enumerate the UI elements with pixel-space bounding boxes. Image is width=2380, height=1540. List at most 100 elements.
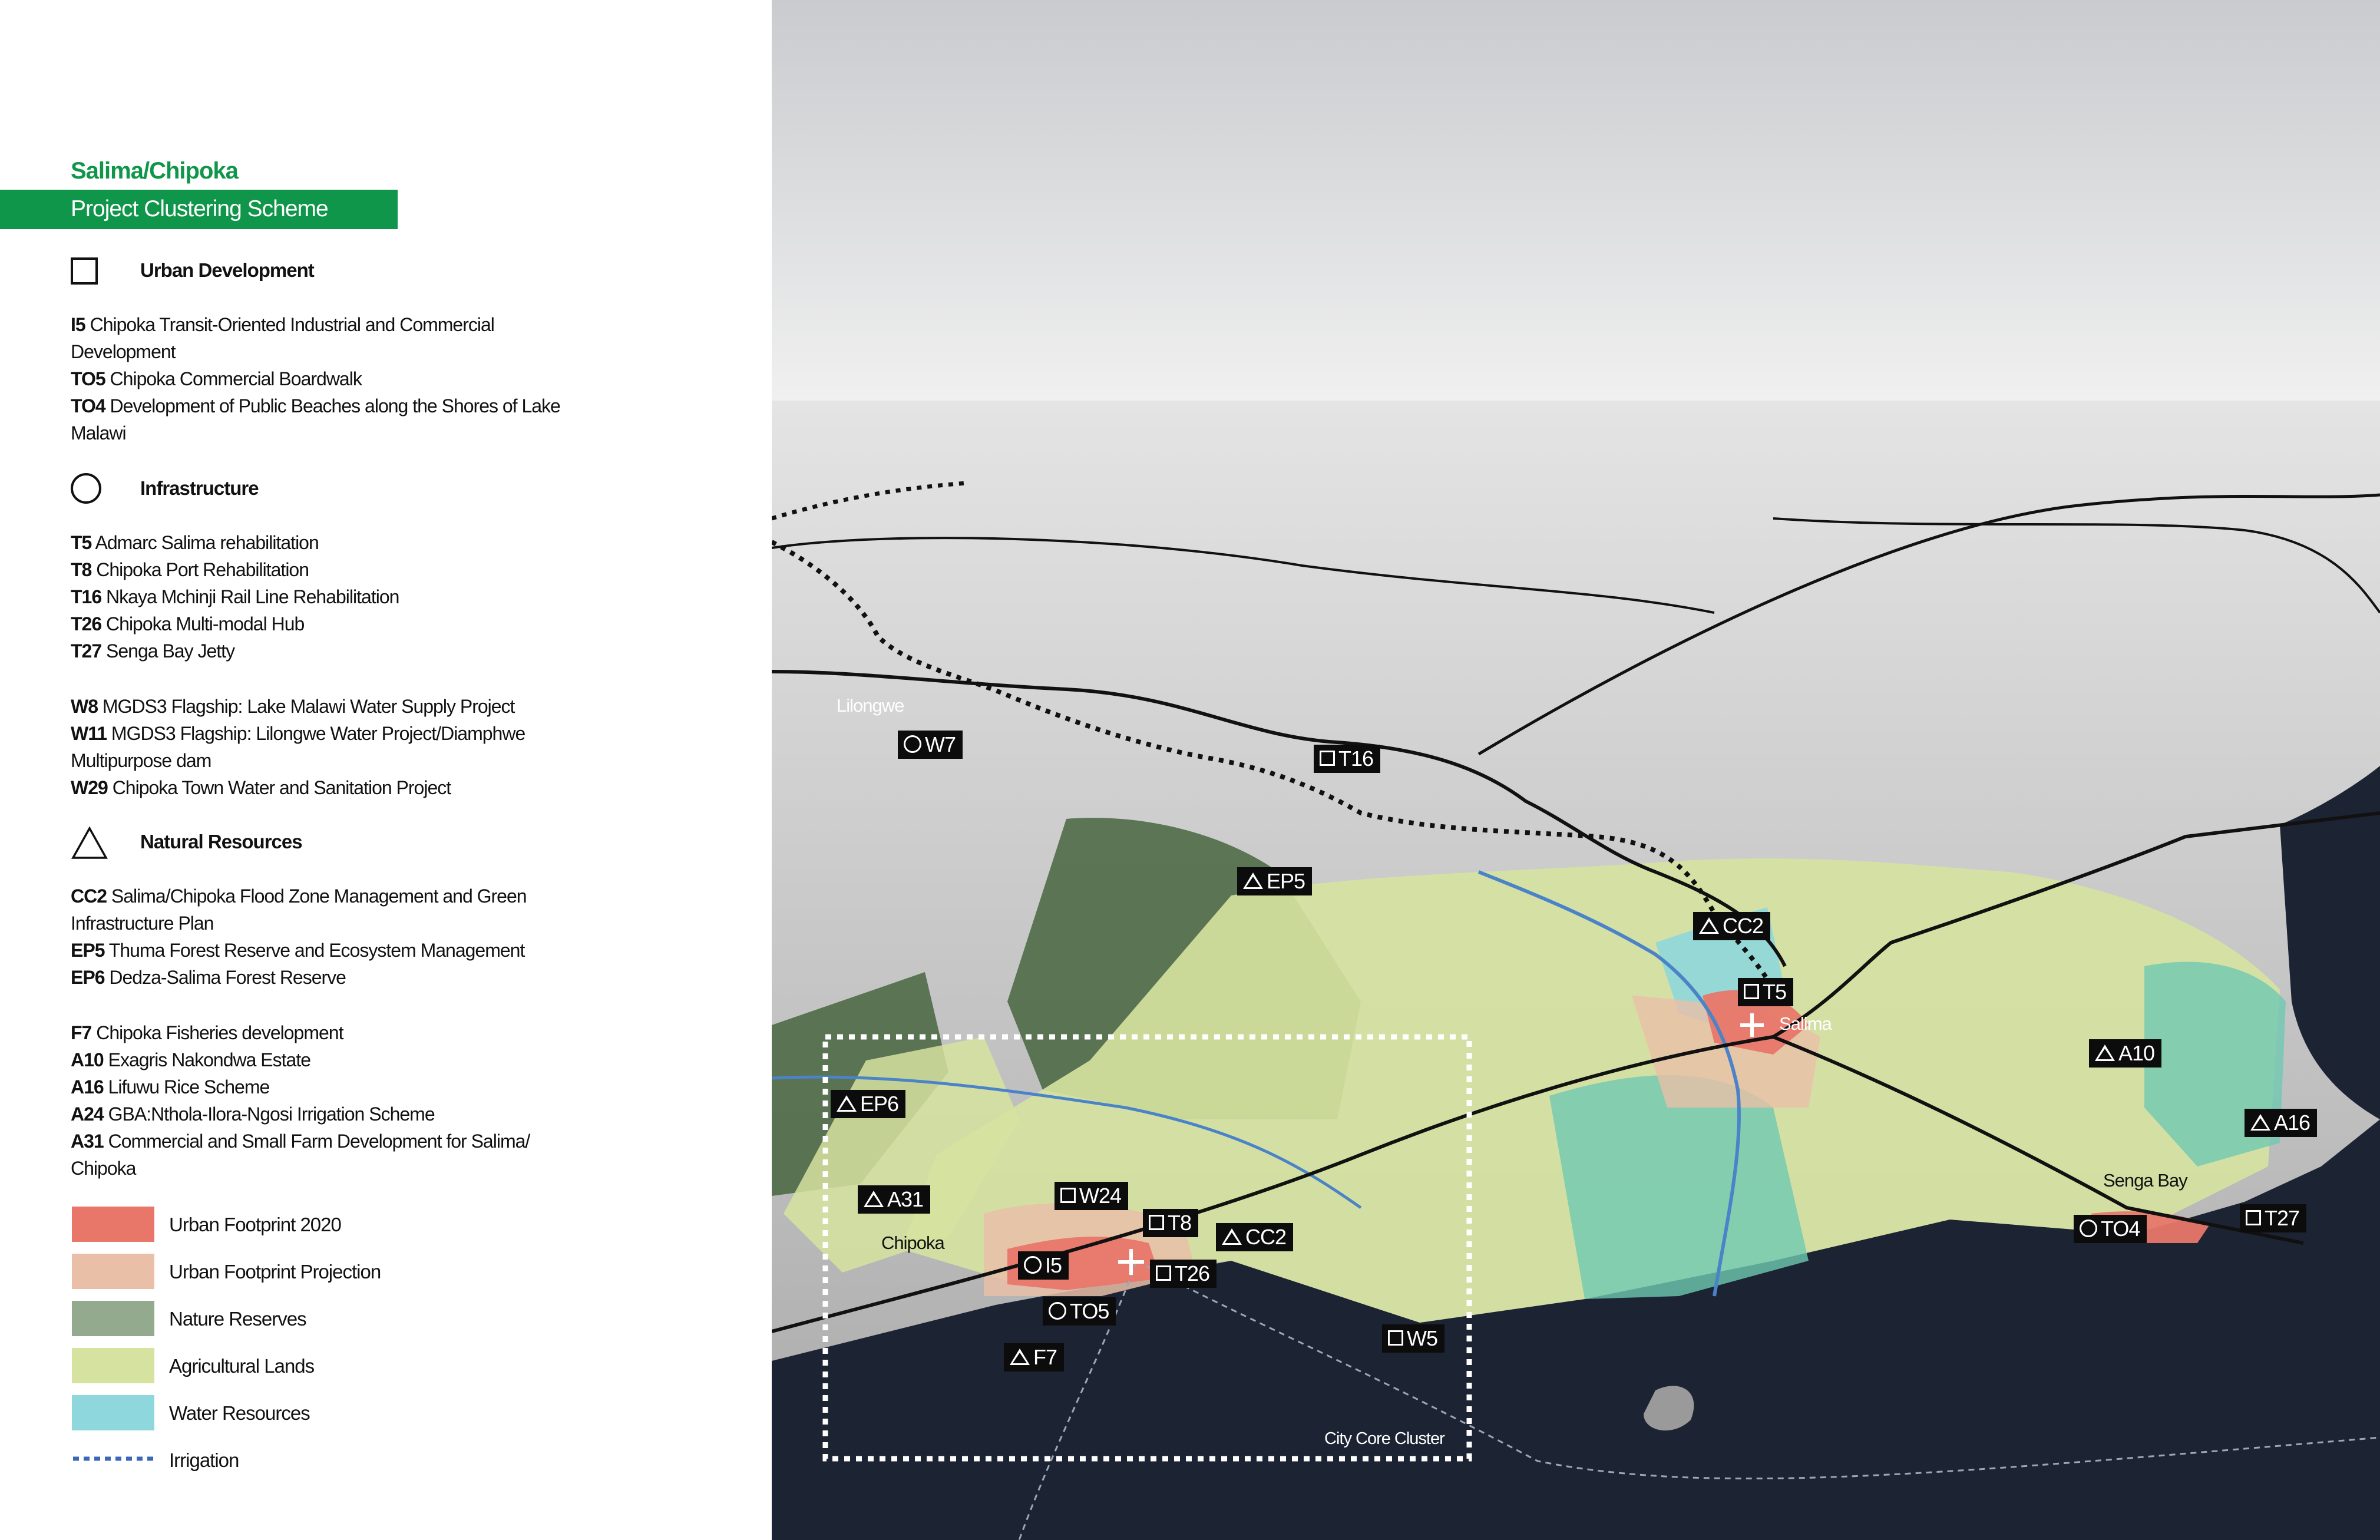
map-tag-t16[interactable]: T16 — [1314, 745, 1381, 773]
circle-icon — [1024, 1256, 1042, 1274]
map-tag-a10[interactable]: A10 — [2089, 1039, 2162, 1068]
shipping-route-south — [1018, 1260, 1138, 1540]
agricultural-lands-west — [784, 1037, 1019, 1273]
entry-w11-cont: Multipurpose dam — [71, 750, 211, 771]
place-label-chipoka: Chipoka — [881, 1232, 945, 1253]
lake-malawi — [772, 1119, 2380, 1540]
legend-label-irrigation: Irrigation — [169, 1449, 239, 1471]
entry-t26: T26 Chipoka Multi-modal Hub — [71, 613, 305, 634]
square-icon — [1060, 1188, 1076, 1204]
entry-ep6: EP6 Dedza-Salima Forest Reserve — [71, 967, 346, 988]
legend-label-nature-reserves: Nature Reserves — [169, 1308, 307, 1330]
triangle-icon — [1243, 873, 1263, 890]
page-title: Salima/Chipoka — [71, 158, 239, 184]
entry-to4: TO4 Development of Public Beaches along … — [71, 395, 561, 417]
lake-north — [2280, 766, 2380, 1119]
map-tag-ep5[interactable]: EP5 — [1237, 867, 1313, 895]
entry-cc2: CC2 Salima/Chipoka Flood Zone Management… — [71, 885, 527, 907]
square-icon — [1149, 1215, 1164, 1231]
legend-label-urban-projection: Urban Footprint Projection — [169, 1261, 381, 1283]
entry-f7: F7 Chipoka Fisheries development — [71, 1022, 343, 1043]
triangle-icon — [864, 1191, 884, 1208]
entry-w29: W29 Chipoka Town Water and Sanitation Pr… — [71, 777, 451, 798]
entry-i5: I5 Chipoka Transit-Oriented Industrial a… — [71, 314, 495, 335]
map-tag-w24[interactable]: W24 — [1055, 1182, 1129, 1210]
river-south — [772, 1075, 1362, 1209]
circle-icon — [2080, 1220, 2097, 1238]
legend-swatch-nature-reserves — [72, 1301, 154, 1336]
map-tag-w5[interactable]: W5 — [1382, 1324, 1444, 1353]
river-main — [1477, 870, 1741, 1297]
place-label-lilongwe: Lilongwe — [837, 695, 904, 716]
square-icon — [1156, 1265, 1171, 1281]
place-label-city-core-cluster: City Core Cluster — [1324, 1429, 1445, 1448]
section-heading-natural: Natural Resources — [140, 831, 303, 852]
triangle-icon — [2250, 1114, 2270, 1131]
square-icon — [1744, 984, 1759, 1000]
map-tag-a31[interactable]: A31 — [858, 1185, 931, 1214]
legend-swatch-agricultural — [72, 1348, 154, 1383]
legend-swatch-urban-2020 — [72, 1207, 154, 1242]
square-icon — [1388, 1330, 1403, 1346]
circle-icon — [71, 473, 101, 504]
legend-swatch-water — [72, 1395, 154, 1430]
legend-label-agricultural: Agricultural Lands — [169, 1355, 315, 1377]
legend-irrigation-line — [73, 1456, 153, 1461]
entry-a24: A24 GBA:Nthola-Ilora-Ngosi Irrigation Sc… — [71, 1103, 435, 1125]
map-tag-t5[interactable]: T5 — [1738, 978, 1794, 1006]
legend-label-urban-2020: Urban Footprint 2020 — [169, 1214, 342, 1235]
terrain-map[interactable]: Lilongwe Salima Senga Bay Chipoka City C… — [772, 0, 2380, 1540]
road-northeast — [1773, 517, 2380, 614]
map-tag-t8[interactable]: T8 — [1143, 1209, 1199, 1237]
triangle-icon — [1010, 1349, 1030, 1366]
map-tag-i5[interactable]: I5 — [1018, 1251, 1069, 1280]
entry-t5: T5 Admarc Salima rehabilitation — [71, 532, 319, 553]
triangle-icon — [1699, 917, 1719, 934]
map-canvas — [772, 0, 2380, 1540]
square-icon — [1320, 751, 1335, 766]
map-tag-ep6[interactable]: EP6 — [831, 1090, 906, 1118]
map-tag-cc2-north[interactable]: CC2 — [1693, 912, 1771, 940]
map-tag-a16[interactable]: A16 — [2245, 1109, 2318, 1137]
map-tag-cc2-south[interactable]: CC2 — [1216, 1223, 1294, 1251]
entry-cc2-cont: Infrastructure Plan — [71, 913, 214, 934]
triangle-icon — [837, 1095, 857, 1112]
entry-t27: T27 Senga Bay Jetty — [71, 640, 235, 662]
city-core-cluster-box — [822, 1034, 1472, 1462]
map-tag-f7[interactable]: F7 — [1004, 1343, 1065, 1372]
place-label-salima: Salima — [1779, 1013, 1832, 1034]
section-heading-infrastructure: Infrastructure — [140, 477, 259, 499]
entry-a31-cont: Chipoka — [71, 1158, 136, 1179]
legend-label-water: Water Resources — [169, 1402, 310, 1424]
entry-to5: TO5 Chipoka Commercial Boardwalk — [71, 368, 362, 389]
entry-w8: W8 MGDS3 Flagship: Lake Malawi Water Sup… — [71, 696, 515, 717]
entry-a10: A10 Exagris Nakondwa Estate — [71, 1049, 311, 1070]
entry-i5-cont: Development — [71, 341, 176, 362]
legend-swatch-urban-projection — [72, 1254, 154, 1289]
entry-a31: A31 Commercial and Small Farm Developmen… — [71, 1131, 530, 1152]
road-north — [1477, 493, 2380, 756]
map-tag-to5[interactable]: TO5 — [1043, 1297, 1116, 1326]
subtitle-bar — [0, 190, 398, 229]
water-resource-green — [1549, 1075, 1809, 1299]
sky — [772, 0, 2380, 412]
map-tag-w7[interactable]: W7 — [898, 731, 963, 759]
page-subtitle: Project Clustering Scheme — [71, 196, 329, 222]
triangle-icon — [2095, 1045, 2115, 1062]
map-tag-t26[interactable]: T26 — [1150, 1260, 1217, 1288]
entry-t8: T8 Chipoka Port Rehabilitation — [71, 559, 309, 580]
road-lakeshore — [1772, 1035, 2304, 1245]
rail-line — [772, 540, 1776, 991]
triangle-icon — [71, 826, 108, 859]
circle-icon — [1049, 1302, 1066, 1320]
road-main — [772, 811, 2380, 1333]
road-west — [772, 537, 1715, 614]
map-tag-t27[interactable]: T27 — [2240, 1204, 2307, 1232]
map-tag-to4[interactable]: TO4 — [2074, 1215, 2147, 1243]
rail-line-north — [772, 481, 967, 521]
entry-to4-cont: Malawi — [71, 422, 127, 444]
chipoka-center-marker — [1118, 1249, 1144, 1275]
entry-t16: T16 Nkaya Mchinji Rail Line Rehabilitati… — [71, 586, 399, 607]
legend-panel: Salima/Chipoka Project Clustering Scheme… — [0, 0, 772, 1540]
circle-icon — [904, 735, 921, 754]
